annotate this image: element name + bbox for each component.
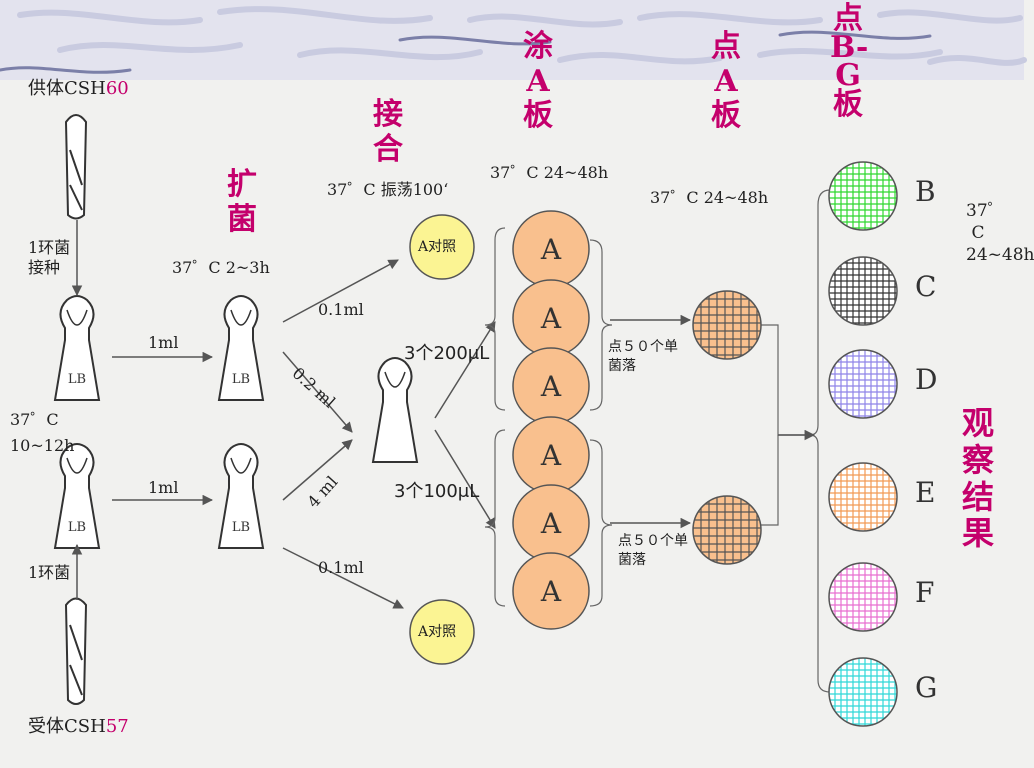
a-plate xyxy=(512,552,590,630)
donor-label: 供体CSH60 xyxy=(28,78,129,99)
flask-label: LB xyxy=(68,520,86,535)
control-plate-top xyxy=(409,214,475,280)
spot-a-plate-top xyxy=(692,290,762,360)
result-plate-c xyxy=(828,256,898,326)
result-plate-f xyxy=(828,562,898,632)
result-plate-g xyxy=(828,657,898,727)
result-plates xyxy=(828,161,898,727)
result-plate-letter: D xyxy=(915,363,938,396)
heading-spread-a: 涂A板 xyxy=(523,29,553,133)
flow-arrows xyxy=(71,220,692,609)
spot-a-plate-bottom xyxy=(692,495,762,565)
shake-label: 37゜C 振荡100‘ xyxy=(327,180,449,199)
result-plate-letter: F xyxy=(915,576,935,609)
flask-donor-culture: LB xyxy=(53,295,101,401)
result-plate-letter: B xyxy=(915,175,936,208)
spot-a-plates xyxy=(692,290,762,565)
heading-conjugate: 接合 xyxy=(373,97,403,167)
a-plates: A A A A A A xyxy=(512,210,590,630)
volume-01-bottom: 0.1ml xyxy=(318,558,364,577)
flask-recipient-culture: LB xyxy=(53,443,101,549)
heading-spot-bg: 点B-G板 xyxy=(830,1,869,122)
a-plate-letter: A xyxy=(540,507,562,540)
result-plate-b xyxy=(828,161,898,231)
flask-donor-expand: LB xyxy=(217,295,265,401)
a-plate-letter: A xyxy=(540,233,562,266)
decorative-swooshes xyxy=(0,0,1027,80)
recipient-label: 受体CSH57 xyxy=(28,716,129,737)
expand-temp-label: 37゜C 2~3h xyxy=(172,258,270,277)
loop-inoculate-label: 1环菌接种 xyxy=(28,238,71,277)
result-plate-letter: E xyxy=(915,476,936,509)
donor-swab xyxy=(64,114,88,220)
volume-label-top: 1ml xyxy=(148,333,179,352)
volume-200ul: 3个200μL xyxy=(404,343,490,364)
volume-01-top: 0.1ml xyxy=(318,300,364,319)
colonies-label-top: 点５０个单菌落 xyxy=(608,339,678,374)
a-plate-letter: A xyxy=(540,302,562,335)
volume-100ul: 3个100μL xyxy=(394,481,480,502)
volume-label-bottom: 1ml xyxy=(148,478,179,497)
control-label-top: A对照 xyxy=(418,239,457,255)
control-plate-bottom xyxy=(409,599,475,665)
a-plate-letter: A xyxy=(540,370,562,403)
colonies-label-bottom: 点５０个单菌落 xyxy=(618,533,688,568)
braces xyxy=(484,189,831,693)
spot-a-time: 37゜C 24~48h xyxy=(650,188,769,207)
culture-temp-label: 37゜C xyxy=(10,410,59,429)
result-plate-letter: G xyxy=(915,671,938,704)
flask-conjugation xyxy=(371,357,419,463)
flask-recipient-expand: LB xyxy=(217,443,265,549)
heading-observe: 观察结果 xyxy=(961,404,994,553)
result-plate-e xyxy=(828,462,898,532)
flasks: LB LB LB LB xyxy=(53,295,419,549)
culture-time-label: 10~12h xyxy=(10,436,75,455)
plate-a-time: 37゜C 24~48h xyxy=(490,163,609,182)
result-time-label: 37゜C 24~48h xyxy=(966,201,1034,266)
flask-label: LB xyxy=(232,520,250,535)
heading-spot-a: 点A板 xyxy=(711,29,741,133)
recipient-swab xyxy=(64,597,88,705)
heading-expand: 扩菌 xyxy=(227,167,257,237)
loop-label: 1环菌 xyxy=(28,563,71,582)
flask-label: LB xyxy=(232,372,250,387)
flask-label: LB xyxy=(68,372,86,387)
result-plate-letter: C xyxy=(915,270,937,303)
control-label-bottom: A对照 xyxy=(418,624,457,640)
a-plate-letter: A xyxy=(540,575,562,608)
result-plate-d xyxy=(828,349,898,419)
a-plate-letter: A xyxy=(540,439,562,472)
